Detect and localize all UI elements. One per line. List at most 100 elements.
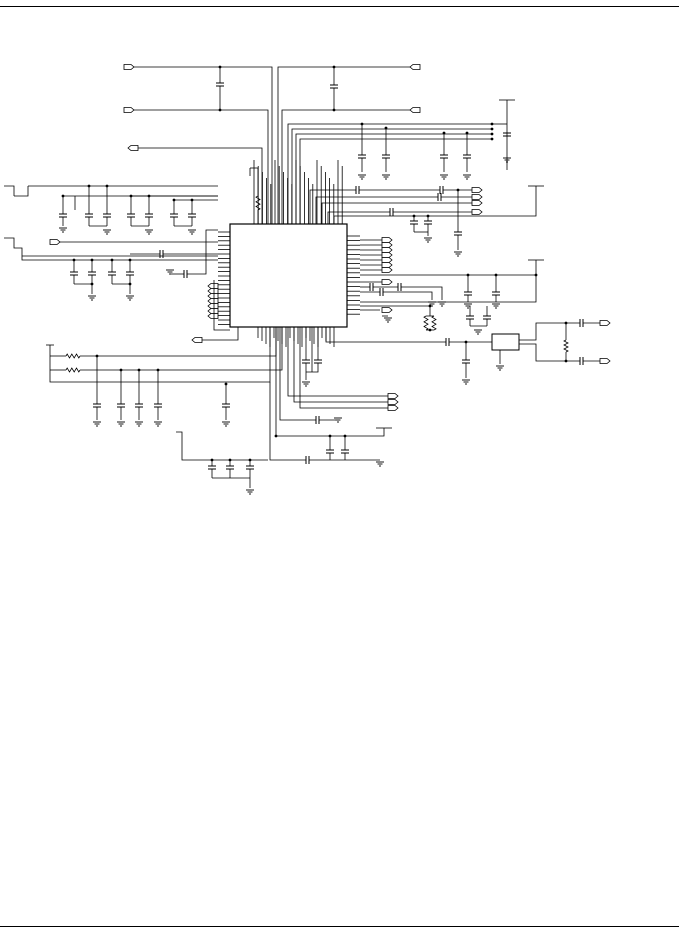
net-flag-29 <box>191 337 203 343</box>
capacitor-27 <box>85 213 93 218</box>
wire-117 <box>333 186 537 224</box>
junction-dot-42 <box>274 434 278 438</box>
wire-208 <box>202 327 239 341</box>
wire-83 <box>134 66 273 224</box>
ground-symbol-12 <box>384 317 392 323</box>
net-flag-2 <box>123 107 135 113</box>
resistor-1 <box>423 315 429 331</box>
header-rule <box>0 6 679 7</box>
capacitor-47 <box>305 456 310 464</box>
wire-209 <box>213 280 230 331</box>
capacitor-6 <box>440 154 448 159</box>
ground-symbol-27 <box>222 421 230 427</box>
capacitor-30 <box>145 213 153 218</box>
net-flag-10 <box>381 237 393 243</box>
capacitor-10 <box>437 193 442 201</box>
wire-146 <box>360 305 431 316</box>
capacitor-39 <box>93 403 101 408</box>
junction-dot-20 <box>428 328 432 332</box>
capacitor-37 <box>126 271 134 276</box>
ground-symbol-13 <box>474 329 482 335</box>
capacitor-12 <box>389 208 394 216</box>
ground-symbol-30 <box>376 461 384 467</box>
ground-symbol-26 <box>154 421 162 427</box>
ground-symbol-6 <box>454 251 462 257</box>
net-flag-28 <box>207 313 219 319</box>
ground-symbol-28 <box>302 381 310 387</box>
capacitor-17 <box>369 283 374 291</box>
ground-symbol-24 <box>117 421 125 427</box>
net-flag-3 <box>127 145 139 151</box>
wire-143 <box>360 275 537 303</box>
capacitor-42 <box>154 403 162 408</box>
wire-159 <box>519 322 580 341</box>
capacitor-11 <box>454 231 462 236</box>
wire-88 <box>277 66 410 224</box>
wire-211 <box>49 327 271 383</box>
wire-226 <box>287 327 388 397</box>
capacitor-14 <box>424 220 432 225</box>
capacitor-38 <box>183 270 188 278</box>
junction-dot-4 <box>332 108 336 112</box>
wire-115 <box>327 211 390 224</box>
wire-95 <box>291 128 492 224</box>
ground-symbol-14 <box>462 379 470 385</box>
net-flag-21 <box>49 239 61 245</box>
ground-symbol-1 <box>503 157 511 163</box>
wire-166 <box>14 186 29 197</box>
capacitor-25 <box>579 357 584 365</box>
junction-dot-1 <box>218 108 222 112</box>
capacitor-5 <box>382 154 390 159</box>
capacitor-16 <box>492 291 500 296</box>
net-flag-18 <box>381 307 393 313</box>
capacitor-43 <box>222 403 230 408</box>
wire-87 <box>138 147 263 224</box>
capacitor-23 <box>462 359 470 364</box>
capacitor-28 <box>103 213 111 218</box>
capacitor-15 <box>464 291 472 296</box>
wire-91 <box>281 109 410 224</box>
ground-symbol-15 <box>496 365 504 371</box>
capacitor-1 <box>216 82 224 87</box>
capacitor-7 <box>463 154 471 159</box>
ground-symbol-3 <box>382 174 390 180</box>
wire-97 <box>299 138 492 224</box>
small-ic-body <box>491 333 520 351</box>
wire-161 <box>519 343 580 362</box>
capacitor-41 <box>135 403 143 408</box>
wire-227 <box>293 327 388 403</box>
net-flag-25 <box>207 298 219 304</box>
wire-232 <box>306 363 319 373</box>
net-flag-30 <box>387 393 399 399</box>
resistor-6 <box>255 195 261 211</box>
junction-dot-7 <box>490 132 494 136</box>
capacitor-33 <box>159 250 164 258</box>
ground-symbol-8 <box>464 303 472 309</box>
capacitor-20 <box>466 315 474 320</box>
net-flag-9 <box>471 209 483 215</box>
net-flag-12 <box>381 247 393 253</box>
net-flag-32 <box>387 405 399 411</box>
net-flag-4 <box>409 64 421 70</box>
net-flag-17 <box>381 279 393 285</box>
wire-94 <box>287 123 492 224</box>
ground-symbol-16 <box>59 227 67 233</box>
main-ic-body <box>229 223 348 328</box>
resistor-4 <box>65 353 81 359</box>
ground-symbol-20 <box>88 295 96 301</box>
wire-238 <box>269 382 306 461</box>
net-flag-13 <box>381 252 393 258</box>
wire-215 <box>80 327 283 371</box>
wire-140 <box>401 286 443 300</box>
capacitor-32 <box>188 213 196 218</box>
wire-96 <box>295 133 492 224</box>
ground-symbol-22 <box>166 269 174 275</box>
capacitor-51 <box>226 465 234 470</box>
ground-symbol-23 <box>93 421 101 427</box>
ground-symbol-21 <box>126 295 134 301</box>
net-flag-1 <box>123 64 135 70</box>
wire-244 <box>176 431 268 461</box>
resistor-5 <box>65 367 81 373</box>
capacitor-8 <box>355 186 360 194</box>
capacitor-50 <box>208 465 216 470</box>
